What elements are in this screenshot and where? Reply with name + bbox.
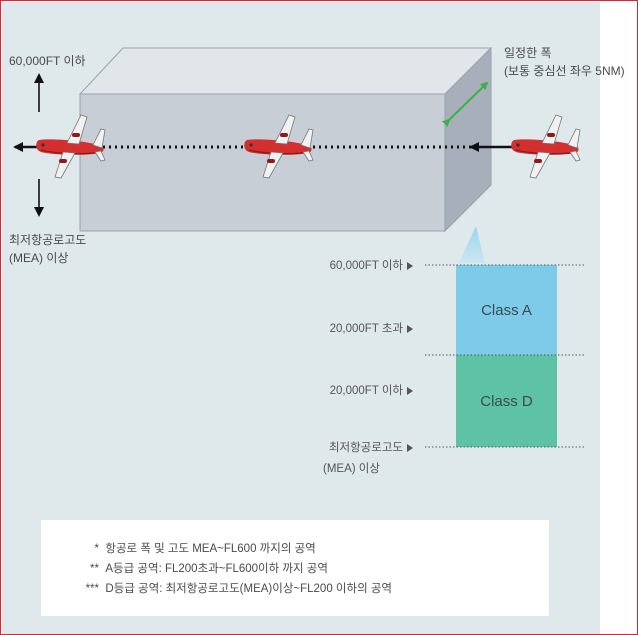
level-label-60000: 60,000FT 이하 xyxy=(301,257,413,273)
airway-box-top xyxy=(78,47,493,95)
notes-box: * 항공로 폭 및 고도 MEA~FL600 까지의 공역 ** A등급 공역:… xyxy=(41,520,549,616)
pointer-triangle-icon xyxy=(407,261,413,270)
left-bottom-label-1: 최저항공로고도 xyxy=(9,233,87,247)
pointer-triangle-icon xyxy=(407,324,413,333)
left-bottom-label-2: (MEA) 이상 xyxy=(9,251,69,265)
beam-connector xyxy=(459,226,485,263)
class-d-label: Class D xyxy=(480,392,533,410)
aircraft-icon-right xyxy=(510,114,581,179)
width-label-1: 일정한 폭 xyxy=(504,46,552,60)
level-label-20000-over: 20,000FT 초과 xyxy=(301,320,413,336)
class-a-bar xyxy=(456,265,557,355)
level-label-20000-under: 20,000FT 이하 xyxy=(301,382,413,398)
left-top-label: 60,000FT 이하 xyxy=(9,54,86,68)
width-arrow xyxy=(441,81,489,128)
note-1: * 항공로 폭 및 고도 MEA~FL600 까지의 공역 xyxy=(94,543,316,555)
pointer-triangle-icon xyxy=(407,386,413,395)
level-label-mea-2: (MEA) 이상 xyxy=(323,463,380,475)
class-d-bar xyxy=(456,355,557,447)
width-label-2: (보통 중심선 좌우 5NM) xyxy=(504,64,625,78)
airway-box-front xyxy=(79,93,446,232)
level-label-mea: 최저항공로고도 xyxy=(301,439,413,455)
class-a-label: Class A xyxy=(481,301,532,319)
note-2: ** A등급 공역: FL200초과~FL600이하 까지 공역 xyxy=(90,563,328,575)
note-3: *** D등급 공역: 최저항공로고도(MEA)이상~FL200 이하의 공역 xyxy=(85,583,393,595)
pointer-triangle-icon xyxy=(407,443,413,452)
